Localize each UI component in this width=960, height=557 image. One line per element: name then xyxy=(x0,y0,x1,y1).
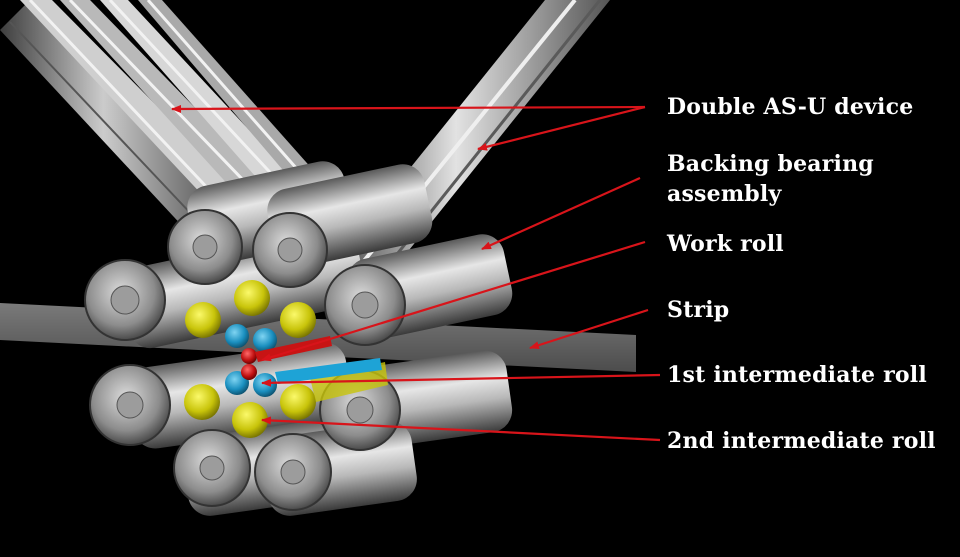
label-second-intermediate-roll: 2nd intermediate roll xyxy=(667,428,936,454)
upper-backing-rolls xyxy=(84,161,513,349)
label-strip: Strip xyxy=(667,297,730,323)
label-backing-bearing-line1: Backing bearing xyxy=(667,151,874,177)
leader-lines xyxy=(171,104,661,442)
label-work-roll: Work roll xyxy=(667,231,784,257)
label-double-asu-device: Double AS-U device xyxy=(667,94,914,120)
label-first-intermediate-roll: 1st intermediate roll xyxy=(667,362,927,388)
label-backing-bearing-line2: assembly xyxy=(667,181,782,207)
lower-backing-rolls xyxy=(89,342,513,516)
